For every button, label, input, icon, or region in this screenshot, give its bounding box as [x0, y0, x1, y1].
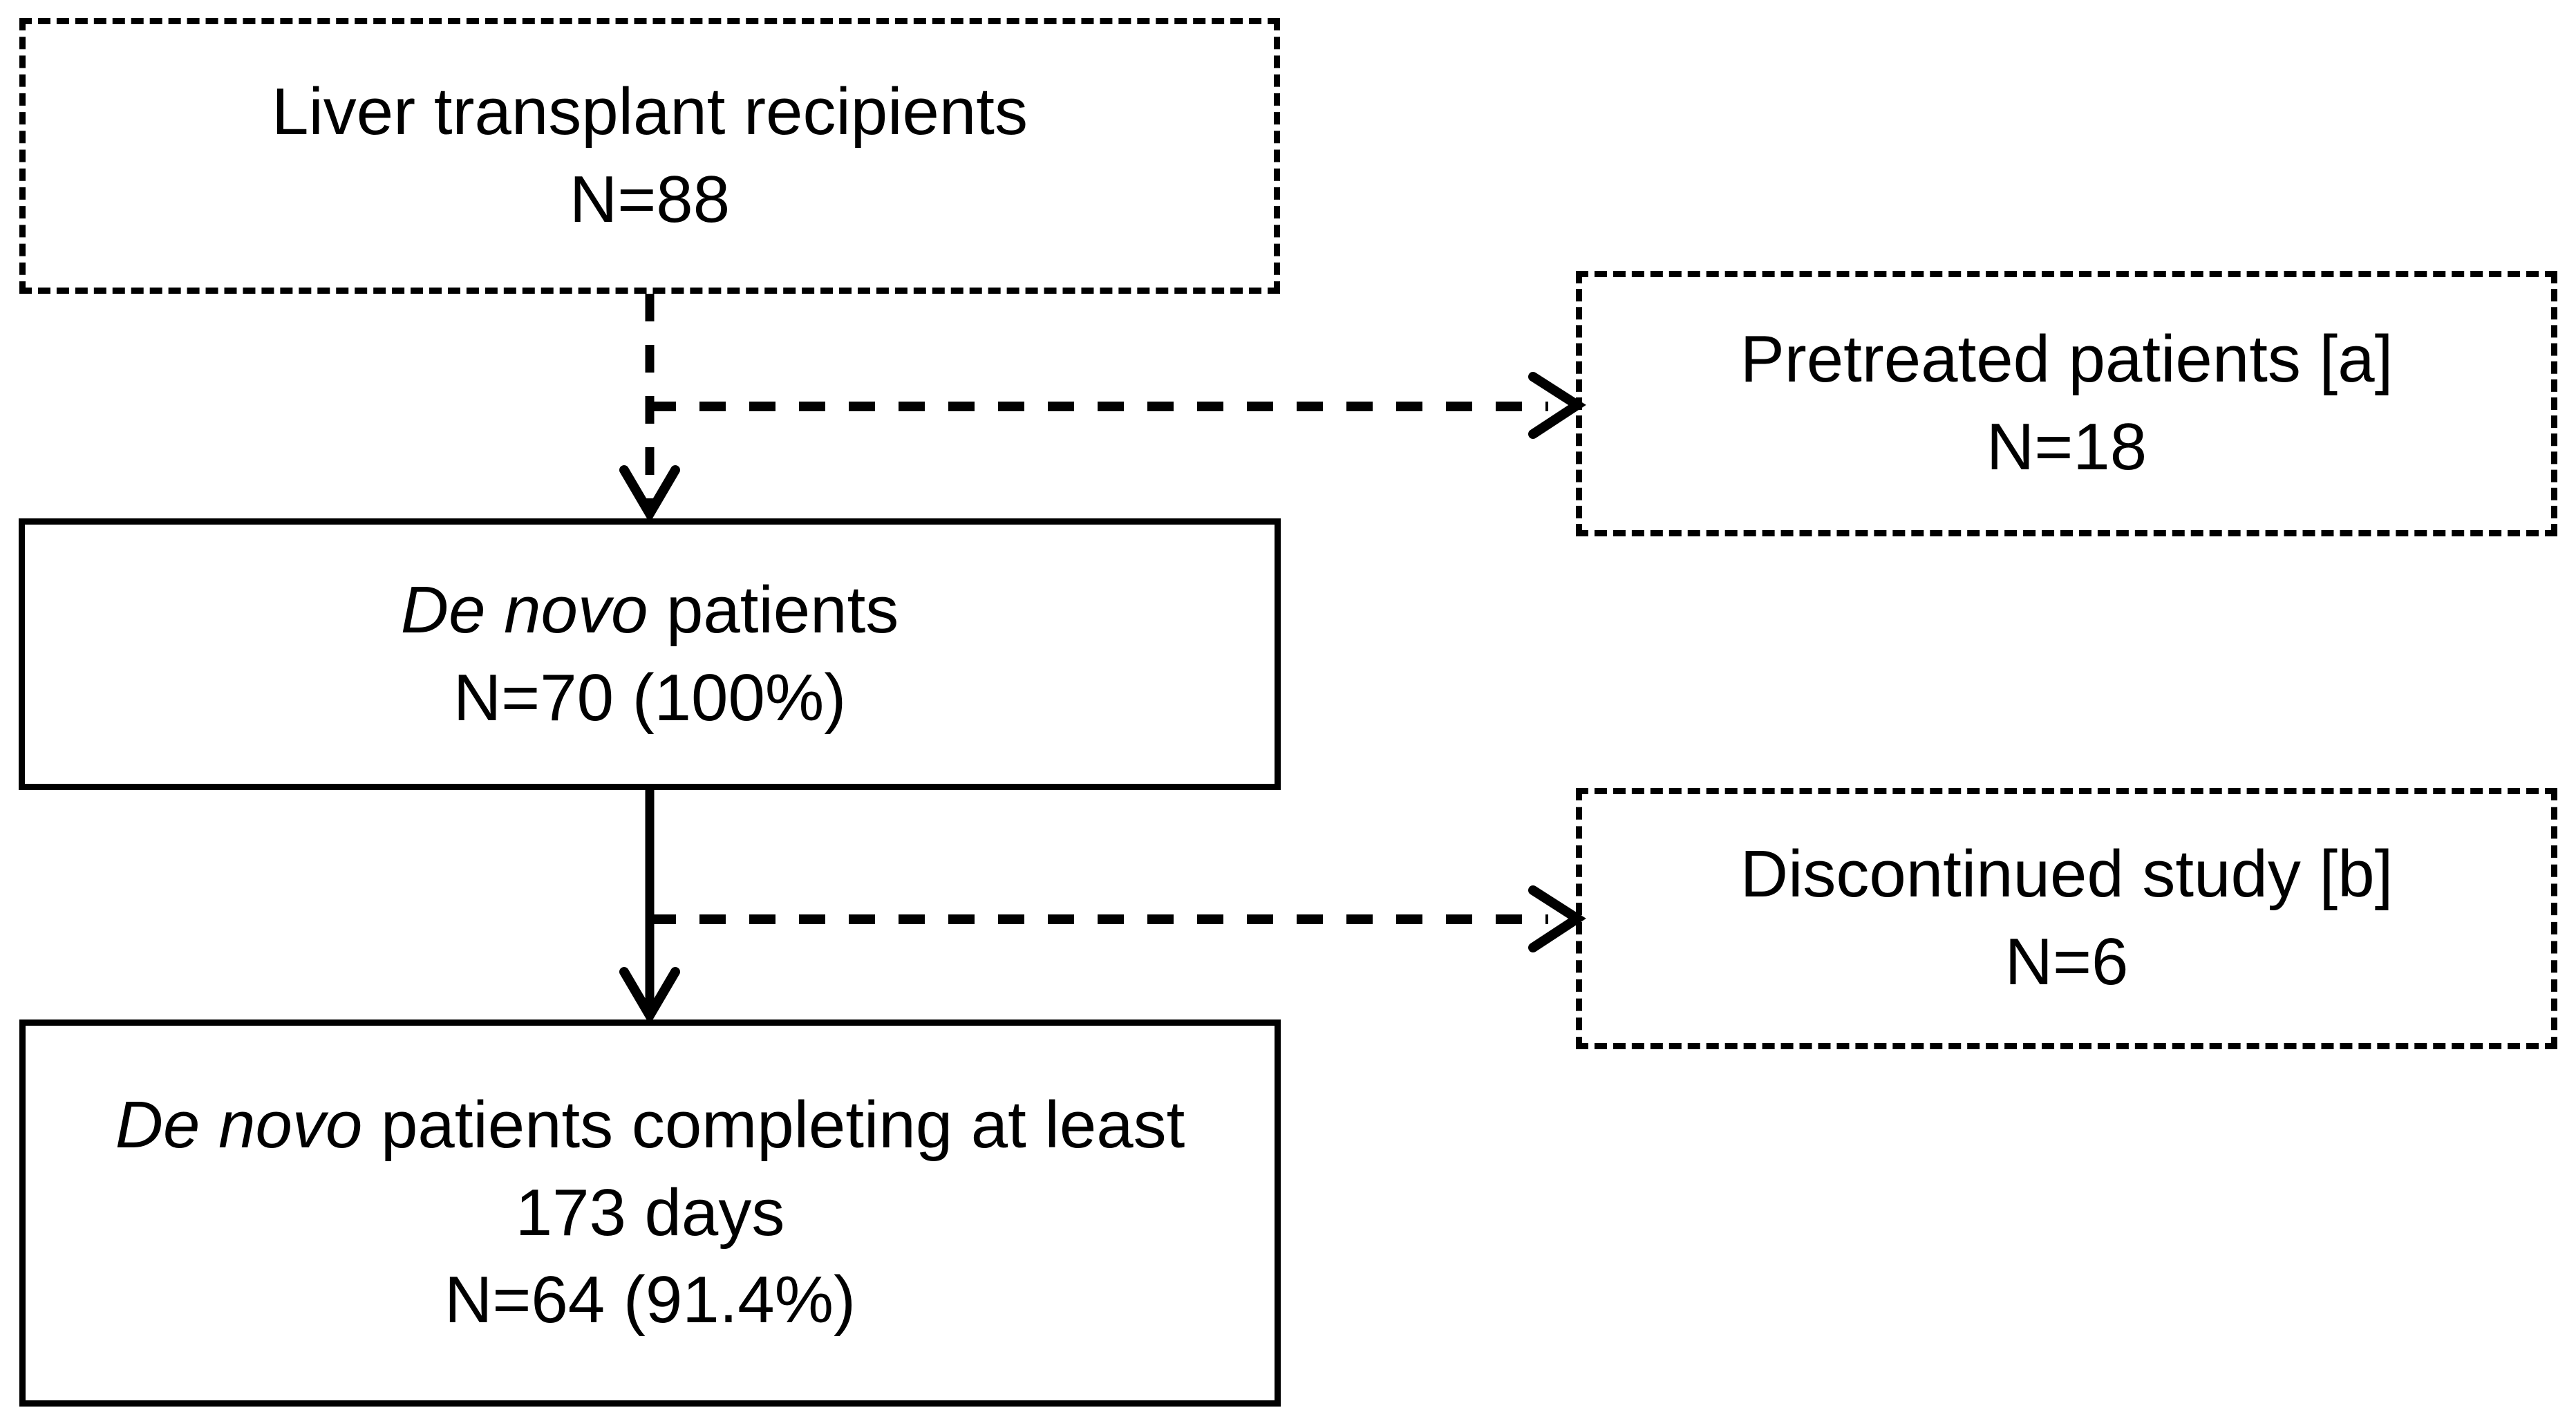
node-title-de-novo-completing-rest: patients completing at least 173 days	[362, 1087, 1185, 1250]
edge-branch-pretreated	[650, 372, 1586, 439]
node-title-discontinued-study: Discontinued study [b]	[1740, 837, 2394, 912]
node-count-de-novo-patients: N=70 (100%)	[453, 660, 847, 735]
node-title-de-novo-completing: De novo patients completing at least 173…	[111, 1082, 1190, 1257]
edge-branch-discontinued	[650, 885, 1586, 952]
arrowhead-down-icon	[619, 967, 680, 1025]
node-count-liver-transplant-recipients: N=88	[569, 162, 731, 236]
edge-recipients-to-de-novo	[619, 294, 680, 523]
node-count-discontinued-study: N=6	[2004, 925, 2129, 999]
node-title-de-novo-completing-italic: De novo	[115, 1087, 363, 1162]
arrowhead-right-icon	[1528, 372, 1586, 439]
node-de-novo-completing: De novo patients completing at least 173…	[19, 1019, 1281, 1407]
node-title-pretreated-patients: Pretreated patients [a]	[1740, 322, 2394, 397]
node-title-de-novo-patients: De novo patients	[401, 567, 899, 655]
node-discontinued-study: Discontinued study [b] N=6	[1576, 788, 2557, 1049]
node-de-novo-patients: De novo patients N=70 (100%)	[19, 518, 1281, 790]
arrowhead-down-icon	[619, 465, 680, 523]
node-count-de-novo-completing: N=64 (91.4%)	[444, 1263, 856, 1337]
node-title-de-novo-patients-rest: patients	[648, 572, 899, 647]
node-count-pretreated-patients: N=18	[1986, 410, 2147, 484]
edge-de-novo-to-completing	[619, 790, 680, 1025]
node-liver-transplant-recipients: Liver transplant recipients N=88	[19, 18, 1280, 294]
node-title-liver-transplant-recipients: Liver transplant recipients	[272, 74, 1028, 149]
arrowhead-right-icon	[1528, 885, 1586, 952]
node-title-de-novo-patients-italic: De novo	[400, 572, 648, 647]
node-pretreated-patients: Pretreated patients [a] N=18	[1576, 271, 2557, 536]
